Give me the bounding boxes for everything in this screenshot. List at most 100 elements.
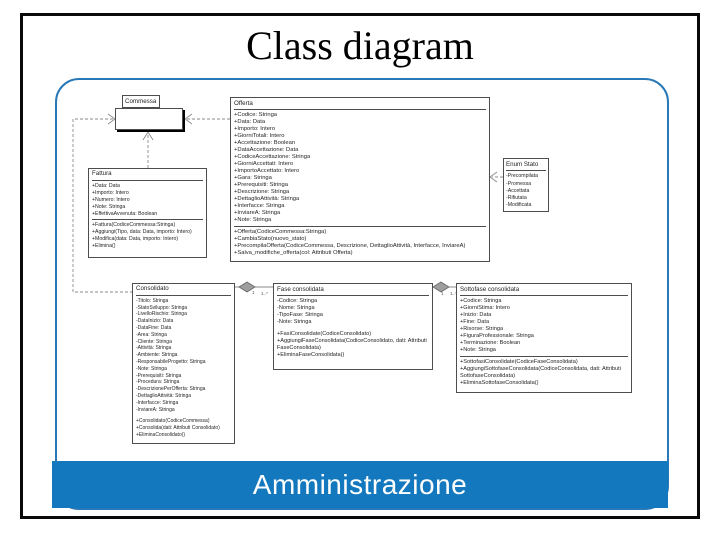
member-line: +CambiaStato(nuovo_stato) [234,236,307,242]
multiplicity-label: 1 [252,290,255,295]
member-line: -Rifiutata [506,195,527,202]
member-line: -TipoFase: Stringa [277,312,323,318]
member-line: +Descrizione: Stringa [234,189,290,195]
member-line: +Aggiungi(Tipo, data: Data, importo: Int… [92,229,192,236]
attributes-list: -Titolo: Stringa-StatoSviluppo: Stringa-… [136,298,231,414]
member-line: +Numero: Intero [92,196,130,203]
member-line: +ImportoAccettato: Intero [234,168,300,174]
member-line: +Inizio: Data [460,312,492,318]
class-name: Fase consolidata [277,286,324,293]
member-line: +CodiceAccettazione: Stringa [234,154,311,160]
member-line: -Procedura: Stringa [136,379,180,386]
member-line: +Importo: Intero [92,189,129,196]
class-box-commessa-body [115,108,183,130]
compartment-divider [277,295,429,296]
member-line: -DataInizio: Data [136,318,174,325]
member-line: +GiorniTotali: Intero [234,133,285,139]
class-name: Fattura [92,170,112,177]
compartment-divider [506,170,546,172]
attributes-list: +Codice: Stringa+Data: Data+Importo: Int… [234,112,486,224]
member-line: -DettaglioAttività: Stringa [136,392,192,399]
member-line: +Consolidato(CodiceCommessa) [136,418,210,425]
member-line: -Nome: Stringa [277,305,315,311]
member-line: +Offerta(CodiceCommessa:Stringa) [234,229,327,235]
methods-list: +Fattura(CodiceCommessa:Stringa)+Aggiung… [92,222,203,250]
footer-label: Amministrazione [252,468,468,500]
attributes-list: -Codice: Stringa-Nome: Stringa-TipoFase:… [277,298,429,326]
compartment-divider [234,109,486,110]
member-line: +Accettazione: Boolean [234,140,296,146]
member-line: +EliminaConsolidato() [136,431,186,438]
member-line: +Codice: Stringa [234,112,278,118]
compartment-divider [92,219,203,221]
member-line: +Gara: Stringa [234,175,272,181]
compartment-divider [136,294,231,296]
member-line: +EffettivaAvvenuta: Boolean [92,210,158,217]
methods-list: +Offerta(CodiceCommessa:Stringa)+CambiaS… [234,229,486,257]
member-line: +InviareA: Stringa [234,210,281,216]
member-line: +PrecompilaOfferta(CodiceCommessa, Descr… [234,243,466,249]
member-line: +Consolida(dati: Attributi Consolidato) [136,425,220,432]
member-line: +Data: Data [92,182,120,189]
member-line: +Fattura(CodiceCommessa:Stringa) [92,222,176,229]
attributes-list: +Data: Data+Importo: Intero+Numero: Inte… [92,183,203,218]
member-line: +Data: Data [234,119,266,125]
member-line: +FiguraProfessionale: Stringa [460,333,534,339]
member-line: -Codice: Stringa [277,298,318,304]
member-line: +DataAccettazione: Data [234,147,299,153]
methods-list: +SottofasiConsolidate(CodiceFaseConsolid… [460,359,628,387]
class-box-sottofase-consolidata: Sottofase consolidata +Codice: Stringa+G… [456,283,632,393]
member-line: -Precompilata [506,173,539,180]
member-line: +EliminaSottofaseConsolidata() [460,380,539,386]
member-line: +FasiConsolidate(CodiceConsolidato) [277,331,372,337]
member-line: +Elimina() [92,243,116,250]
footer-bar: Amministrazione [52,461,668,508]
member-line: +Interfacce: Stringa [234,203,285,209]
member-line: +Note: Stringa [460,347,496,353]
member-line: -InviareA: Stringa [136,406,175,413]
methods-list: +FasiConsolidate(CodiceConsolidato)+Aggi… [277,331,429,359]
class-box-commessa-name-tab: Commessa [122,95,160,108]
class-name: Commessa [125,98,157,105]
enum-values-list: -Precompilata-Promessa-Accettata-Rifiuta… [506,173,546,209]
member-line: -Promessa [506,180,532,187]
member-line: -Attività: Stringa [136,345,172,352]
methods-list: +Consolidato(CodiceCommessa)+Consolida(d… [136,418,231,438]
member-line: -Area: Stringa [136,331,167,338]
class-box-consolidato: Consolidato -Titolo: Stringa-StatoSvilup… [132,283,235,444]
member-line: +Importo: Intero [234,126,276,132]
member-line: +EliminaFaseConsolidata() [277,352,345,358]
member-line: -Note: Stringa [136,365,167,372]
member-line: +Note: Stringa [92,203,126,210]
class-name: Offerta [234,100,253,107]
member-line: +Risorse: Stringa [460,326,504,332]
member-line: +Modifica(data: Data, importo: Intero) [92,236,179,243]
member-line: -Interfacce: Stringa [136,399,179,406]
member-line: +AggiungiFaseConsolidata(CodiceConsolida… [277,338,427,351]
member-line: +GiorniStima: Intero [460,305,510,311]
multiplicity-label: 1..* [261,291,268,296]
multiplicity-label: 1..* [450,291,457,296]
enum-name: Enum Stato [506,161,539,168]
member-line: +GiorniAccettati: Intero [234,161,294,167]
class-box-fattura: Fattura +Data: Data+Importo: Intero+Nume… [88,168,207,258]
member-line: +Prerequisiti: Stringa [234,182,288,188]
member-line: +DettaglioAttività: Stringa [234,196,300,202]
member-line: -DescrizionePerOfferta: Stringa [136,386,206,393]
member-line: -LivelloRischio: Stringa [136,311,187,318]
member-line: +AggiungiSottofaseConsolidata(CodiceCons… [460,366,621,379]
class-box-fase-consolidata: Fase consolidata -Codice: Stringa-Nome: … [273,283,433,370]
member-line: +SottofasiConsolidate(CodiceFaseConsolid… [460,359,578,365]
member-line: -DataFine: Data [136,324,172,331]
member-line: +Codice: Stringa [460,298,502,304]
member-line: -Modificata [506,202,532,209]
member-line: -ResponsabileProgetto: Stringa [136,358,206,365]
attributes-list: +Codice: Stringa+GiorniStima: Intero+Ini… [460,298,628,354]
member-line: -Ambiente: Stringa [136,352,178,359]
member-line: +Note: Stringa [234,217,272,223]
compartment-divider [92,179,203,181]
class-name: Sottofase consolidata [460,286,520,293]
compartment-divider [460,295,628,296]
enum-box-stato: Enum Stato -Precompilata-Promessa-Accett… [503,158,549,212]
compartment-divider [234,226,486,227]
